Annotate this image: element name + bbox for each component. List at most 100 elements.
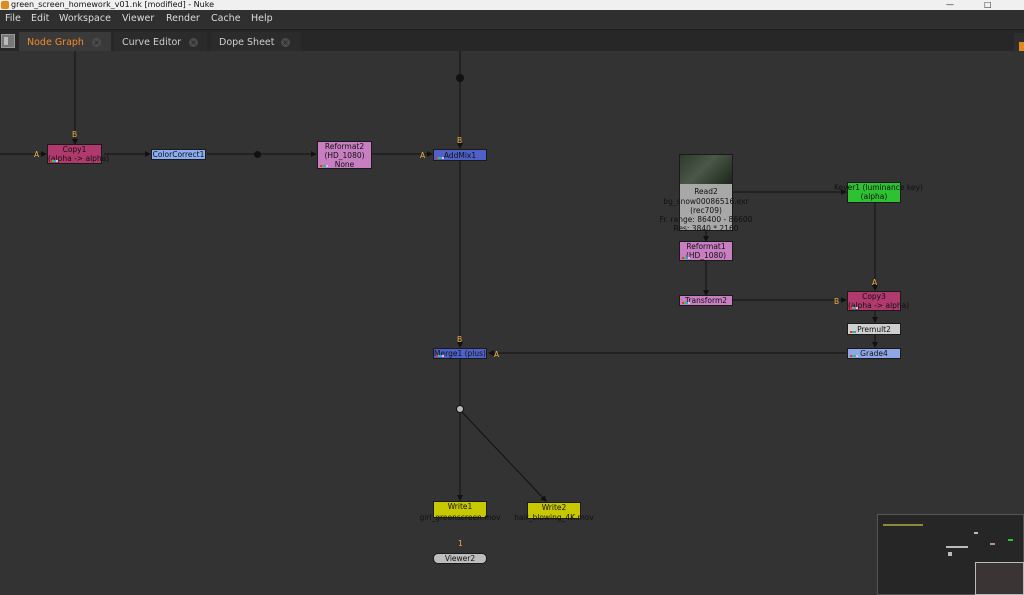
node-reformat1[interactable]: Reformat1 (HD_1080): [679, 241, 733, 261]
menu-cache[interactable]: Cache: [211, 13, 241, 24]
node-transform2[interactable]: Transform2: [679, 295, 733, 306]
tab-dope-sheet-label: Dope Sheet: [219, 37, 275, 48]
addmix1-input-b-label: B: [457, 136, 463, 145]
addmix1-channel-indicator: [436, 157, 444, 159]
read2-resolution: Res: 3840 * 2160: [673, 224, 739, 233]
merge1-name: Merge1 (plus): [434, 349, 486, 358]
node-colorcorrect1[interactable]: ColorCorrect1: [151, 149, 206, 160]
dot-node-colorcorrect[interactable]: [254, 151, 261, 158]
node-merge1[interactable]: Merge1 (plus): [433, 348, 487, 359]
copy3-input-b-label: B: [834, 297, 840, 306]
tab-dope-sheet-close-icon[interactable]: ×: [281, 38, 290, 47]
read2-name: Read2: [694, 187, 718, 196]
menu-render[interactable]: Render: [166, 13, 200, 24]
menu-edit[interactable]: Edit: [31, 13, 50, 24]
tab-curve-editor-label: Curve Editor: [122, 37, 182, 48]
tab-node-graph-close-icon[interactable]: ×: [92, 38, 101, 47]
panel-menu-icon[interactable]: [1, 34, 15, 48]
transform2-name: Transform2: [684, 296, 728, 305]
panel-tab-bar: Node Graph × Curve Editor × Dope Sheet ×: [0, 29, 1024, 52]
keyer1-sub: (alpha): [860, 192, 888, 201]
tab-node-graph[interactable]: Node Graph ×: [19, 32, 111, 52]
node-addmix1[interactable]: AddMix1: [433, 149, 487, 161]
grade4-name: Grade4: [860, 349, 888, 358]
node-keyer1[interactable]: Keyer1 (luminance key) (alpha): [834, 182, 923, 203]
premult2-channel-indicator: [850, 331, 858, 333]
nuke-app-icon: [1, 1, 9, 9]
node-copy3[interactable]: Copy3 (alpha -> alpha): [847, 291, 910, 311]
window-titlebar: green_screen_homework_v01.nk [modified] …: [0, 0, 1024, 10]
edge-dot-write2: [459, 409, 547, 502]
node-grade4[interactable]: Grade4: [847, 348, 901, 359]
node-write2[interactable]: Write2: [527, 502, 581, 519]
node-write1[interactable]: Write1: [433, 501, 487, 518]
reformat2-sub: (HD_1080): [324, 151, 365, 160]
transform2-channel-indicator: [682, 302, 690, 304]
node-connections: [0, 51, 878, 502]
write2-file: hair_blowing_4K.mov: [514, 513, 594, 522]
toolbar-shield-icon[interactable]: [1019, 42, 1024, 51]
minimap-mark: [948, 552, 952, 556]
maximize-button[interactable]: □: [984, 0, 992, 9]
copy3-input-a-label: A: [872, 278, 878, 287]
premult2-name: Premult2: [857, 325, 891, 334]
node-reformat2[interactable]: Reformat2 (HD_1080) None: [317, 141, 372, 169]
reformat1-channel-indicator: [682, 257, 690, 259]
node-viewer2[interactable]: Viewer2: [433, 553, 487, 564]
grade4-channel-indicator: [850, 355, 858, 357]
write1-file: girl_greenscreen.mov: [419, 513, 501, 522]
viewer2-name: Viewer2: [444, 554, 476, 563]
tab-curve-editor-close-icon[interactable]: ×: [189, 38, 198, 47]
minimap-mark: [883, 524, 923, 526]
write1-name: Write1: [447, 502, 473, 511]
minimap-mark: [1008, 539, 1013, 541]
menu-bar: File Edit Workspace Viewer Render Cache …: [0, 10, 1024, 28]
merge1-input-a-label: A: [494, 350, 500, 359]
colorcorrect1-name: ColorCorrect1: [152, 150, 205, 159]
tab-node-graph-label: Node Graph: [27, 37, 84, 48]
node-read2[interactable]: Read2: [679, 154, 733, 231]
read2-file: bg_snow00086516.exr: [663, 197, 749, 206]
reformat2-extra: None: [334, 160, 355, 169]
copy3-name: Copy3: [862, 292, 886, 301]
menu-help[interactable]: Help: [251, 13, 273, 24]
copy1-channel-indicator: [50, 160, 58, 162]
merge1-channel-indicator: [436, 355, 444, 357]
menu-file[interactable]: File: [5, 13, 21, 24]
minimap-mark: [974, 532, 978, 534]
minimap-viewport[interactable]: [975, 562, 1024, 595]
reformat2-channel-indicator: [320, 165, 328, 167]
minimap-mark: [946, 546, 968, 548]
node-graph-canvas[interactable]: B A B A A B B A 1 Copy1 (alpha -> alpha)…: [0, 51, 1024, 595]
copy3-sub: (alpha -> alpha): [848, 301, 910, 310]
reformat1-name: Reformat1: [686, 242, 726, 251]
menu-viewer[interactable]: Viewer: [122, 13, 155, 24]
window-title: green_screen_homework_v01.nk [modified] …: [11, 0, 215, 9]
node-graph-minimap[interactable]: [877, 514, 1024, 595]
dot-node-top[interactable]: [456, 74, 464, 82]
minimap-mark: [990, 543, 995, 545]
copy1-input-a-label: A: [34, 150, 40, 159]
merge1-input-b-label: B: [457, 335, 463, 344]
tab-dope-sheet[interactable]: Dope Sheet ×: [211, 32, 301, 52]
menu-workspace[interactable]: Workspace: [59, 13, 111, 24]
tab-curve-editor[interactable]: Curve Editor ×: [114, 32, 207, 52]
minimize-button[interactable]: —: [946, 0, 954, 9]
copy1-sub: (alpha -> alpha): [48, 154, 110, 163]
reformat2-name: Reformat2: [324, 142, 365, 151]
copy1-name: Copy1: [62, 145, 87, 154]
keyer1-name: Keyer1 (luminance key): [834, 183, 923, 192]
reformat1-sub: (HD_1080): [685, 251, 727, 260]
node-premult2[interactable]: Premult2: [847, 323, 901, 335]
read2-thumbnail: [680, 155, 732, 184]
addmix1-name: AddMix1: [443, 151, 477, 160]
read2-frame-range: Fr. range: 86400 - 86600: [659, 215, 753, 224]
read2-colorspace: (rec709): [690, 206, 722, 215]
viewer2-input-1-label: 1: [458, 539, 463, 548]
addmix1-input-a-label: A: [420, 151, 426, 160]
node-copy1[interactable]: Copy1 (alpha -> alpha): [47, 144, 110, 164]
dot-node-split[interactable]: [456, 405, 464, 413]
copy3-channel-indicator: [850, 307, 858, 309]
write2-name: Write2: [541, 503, 567, 512]
copy1-input-b-label: B: [72, 130, 78, 139]
